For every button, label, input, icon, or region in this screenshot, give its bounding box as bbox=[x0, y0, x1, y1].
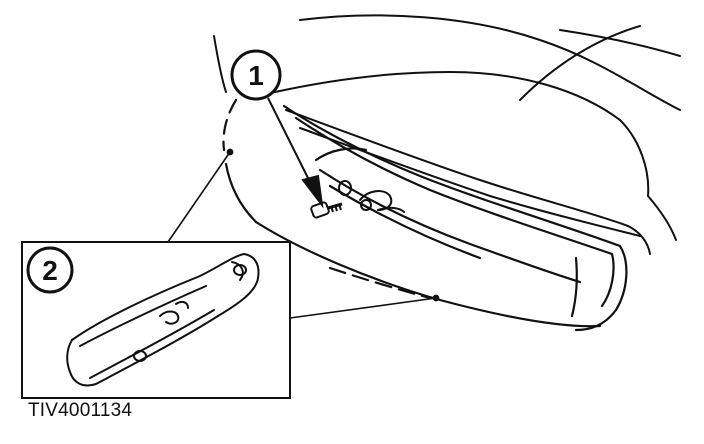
side-trim-panel bbox=[222, 98, 628, 332]
inset-panel-detail: 2 bbox=[21, 241, 291, 399]
screw-item-1 bbox=[310, 201, 343, 219]
figure-id: TIV4001134 bbox=[28, 400, 133, 421]
lever-mechanism bbox=[338, 180, 405, 213]
callout-2-number: 2 bbox=[42, 255, 58, 286]
inset-leader-lines bbox=[167, 148, 440, 319]
callout-1-number: 1 bbox=[248, 60, 264, 91]
callout-1-leader bbox=[267, 97, 324, 209]
callout-1: 1 bbox=[230, 49, 282, 101]
seat-cushion-outline bbox=[213, 14, 681, 255]
